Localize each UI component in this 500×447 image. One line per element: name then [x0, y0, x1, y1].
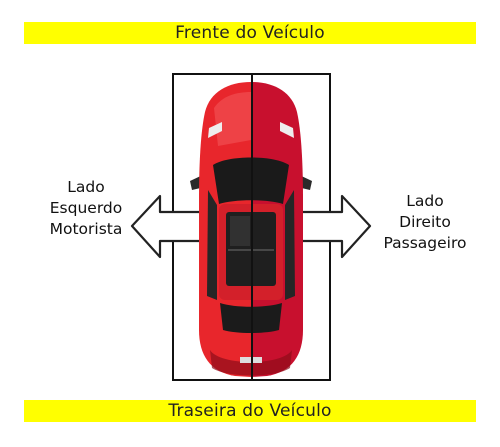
- right-side-label: Lado Direito Passageiro: [370, 191, 480, 254]
- left-side-label: Lado Esquerdo Motorista: [36, 177, 136, 240]
- right-label-line-1: Lado: [406, 192, 444, 210]
- left-label-line-2: Esquerdo: [49, 199, 123, 217]
- rear-banner: Traseira do Veículo: [24, 400, 476, 422]
- left-label-line-3: Motorista: [49, 220, 123, 238]
- right-label-line-2: Direito: [399, 213, 451, 231]
- left-label-line-1: Lado: [67, 178, 105, 196]
- front-banner: Frente do Veículo: [24, 22, 476, 44]
- right-label-line-3: Passageiro: [383, 234, 467, 252]
